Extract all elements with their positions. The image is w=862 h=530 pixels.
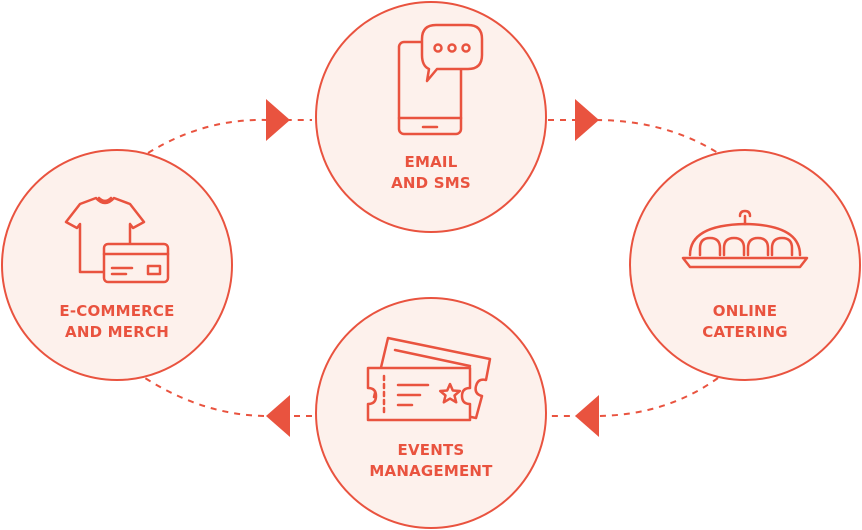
connector-events-to-ecommerce [144,377,312,417]
connectors [144,118,719,417]
connector-email-to-catering [548,119,719,154]
label-catering-line1: ONLINE [712,302,778,320]
label-catering-line2: CATERING [702,323,788,341]
label-ecommerce-line1: E-COMMERCE [59,302,175,320]
label-email-sms: EMAIL AND SMS [331,152,531,194]
label-events-line1: EVENTS [397,441,465,459]
arrow-right-top-right [575,99,599,141]
arrowheads [266,99,599,437]
connector-catering-to-events [548,377,719,417]
shirt-card-icon [64,196,170,284]
arrow-left-bottom-right [575,395,599,437]
food-tray-icon [681,209,809,269]
label-ecommerce-line2: AND MERCH [65,323,169,341]
circle-catering [629,149,861,381]
label-email-sms-line1: EMAIL [404,153,458,171]
connector-ecommerce-to-email [147,118,312,154]
label-events-line2: MANAGEMENT [369,462,493,480]
tickets-icon [366,336,492,422]
phone-chat-icon [397,23,484,136]
label-email-sms-line2: AND SMS [391,174,471,192]
arrow-right-top-left [266,99,290,141]
label-catering: ONLINE CATERING [645,301,845,343]
label-ecommerce: E-COMMERCE AND MERCH [17,301,217,343]
arrow-left-bottom-left [266,395,290,437]
label-events: EVENTS MANAGEMENT [331,440,531,482]
